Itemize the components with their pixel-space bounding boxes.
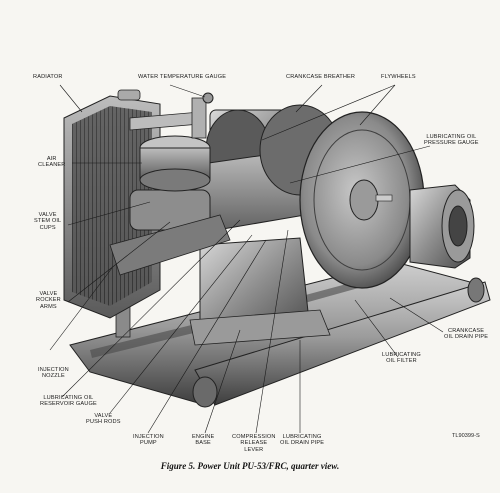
generator xyxy=(409,184,475,269)
label-engine-base: ENGINE BASE xyxy=(192,434,215,447)
figure-caption: Figure 5. Power Unit PU-53/FRC, quarter … xyxy=(160,461,340,471)
label-valve-stem-oil-cups: VALVE STEM OIL CUPS xyxy=(34,212,62,231)
air-cleaner xyxy=(129,92,214,192)
reference-number: TL90399-S xyxy=(452,433,480,439)
label-lubricating-oil-drain-pipe: LUBRICATING OIL DRAIN PIPE xyxy=(280,434,325,447)
label-air-cleaner: AIR CLEANER xyxy=(38,156,66,169)
label-injection-nozzle: INJECTION NOZZLE xyxy=(38,367,69,380)
label-radiator: RADIATOR xyxy=(33,74,63,80)
label-lubricating-oil-pressure-gauge: LUBRICATING OIL PRESSURE GAUGE xyxy=(424,134,479,147)
label-injection-pump: INJECTION PUMP xyxy=(133,434,164,447)
label-lubricating-oil-reservoir-gauge: LUBRICATING OIL RESERVOIR GAUGE xyxy=(40,395,97,408)
label-flywheels: FLYWHEELS xyxy=(381,74,416,80)
label-valve-push-rods: VALVE PUSH RODS xyxy=(86,413,121,426)
label-crankcase-breather: CRANKCASE BREATHER xyxy=(286,74,356,80)
leader-lines xyxy=(49,84,444,434)
label-compression-release-lever: COMPRESSION RELEASE LEVER xyxy=(232,434,276,453)
label-lubricating-oil-filter: LUBRICATING OIL FILTER xyxy=(382,352,421,365)
label-valve-rocker-arms: VALVE ROCKER ARMS xyxy=(36,291,61,310)
label-water-temperature-gauge: WATER TEMPERATURE GAUGE xyxy=(138,74,227,80)
label-crankcase-oil-drain-pipe: CRANKCASE OIL DRAIN PIPE xyxy=(444,328,489,341)
